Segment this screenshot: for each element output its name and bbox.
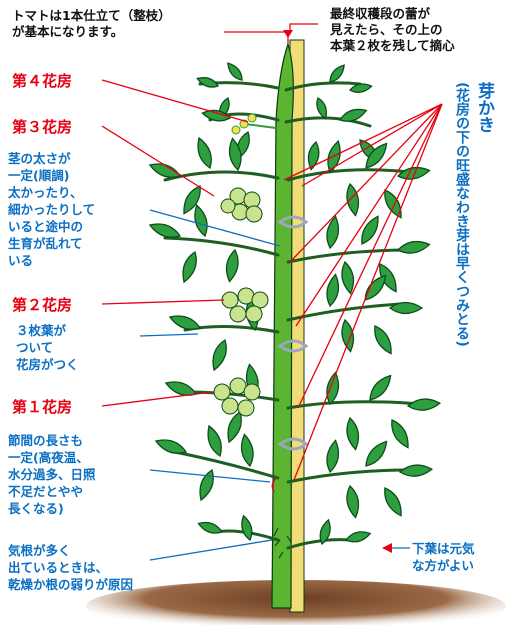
fourth-truss-label: 第４花房	[12, 72, 73, 90]
red-leader-lines	[101, 23, 443, 481]
three-leaves-note: ３枚葉が ついて 花房がつく	[16, 323, 79, 372]
leaves	[148, 62, 442, 546]
truss-cluster-3	[220, 187, 263, 223]
disbudding-detail: (花房の下の旺盛なわき芽は早くつみとる)	[454, 82, 470, 347]
blue-leader-lines	[139, 209, 410, 561]
aerial-roots	[273, 527, 292, 559]
internode-note: 節間の長さも 一定(高夜温、 水分過多、日照 不足だとやや 長くなる)	[8, 433, 96, 516]
truss-cluster-2	[221, 287, 269, 323]
truss-cluster-1	[213, 377, 261, 417]
topping-note: 最終収穫段の蕾が 見えたら、その上の 本葉２枚を残して摘心	[330, 6, 455, 53]
stem-thickness-note: 茎の太さが 一定(順調) 太かったり、 細かったりして いると途中の 生育が乱れ…	[8, 151, 96, 268]
main-stem	[271, 42, 294, 609]
aerial-roots-note: 気根が多く 出ているときは、 乾燥か根の弱りが原因	[8, 543, 134, 592]
internode-bracket	[271, 477, 277, 493]
third-truss-label: 第３花房	[12, 118, 73, 136]
lower-leaves-note: 下葉は元気 な方がよい	[412, 541, 475, 573]
lower-leaves-arrow-head	[382, 543, 392, 553]
disbudding-label: 芽かき (花房の下の旺盛なわき芽は早くつみとる)	[452, 82, 497, 542]
topping-arrow-head	[283, 30, 293, 38]
second-truss-label: 第２花房	[12, 296, 73, 314]
truss-cluster-4	[231, 113, 277, 135]
stake-ties	[277, 215, 309, 451]
disbudding-title: 芽かき	[474, 82, 494, 133]
first-truss-label: 第１花房	[12, 398, 73, 416]
single-stem-training-note: トマトは1本仕立て（整枝） が基本になります。	[12, 8, 171, 39]
